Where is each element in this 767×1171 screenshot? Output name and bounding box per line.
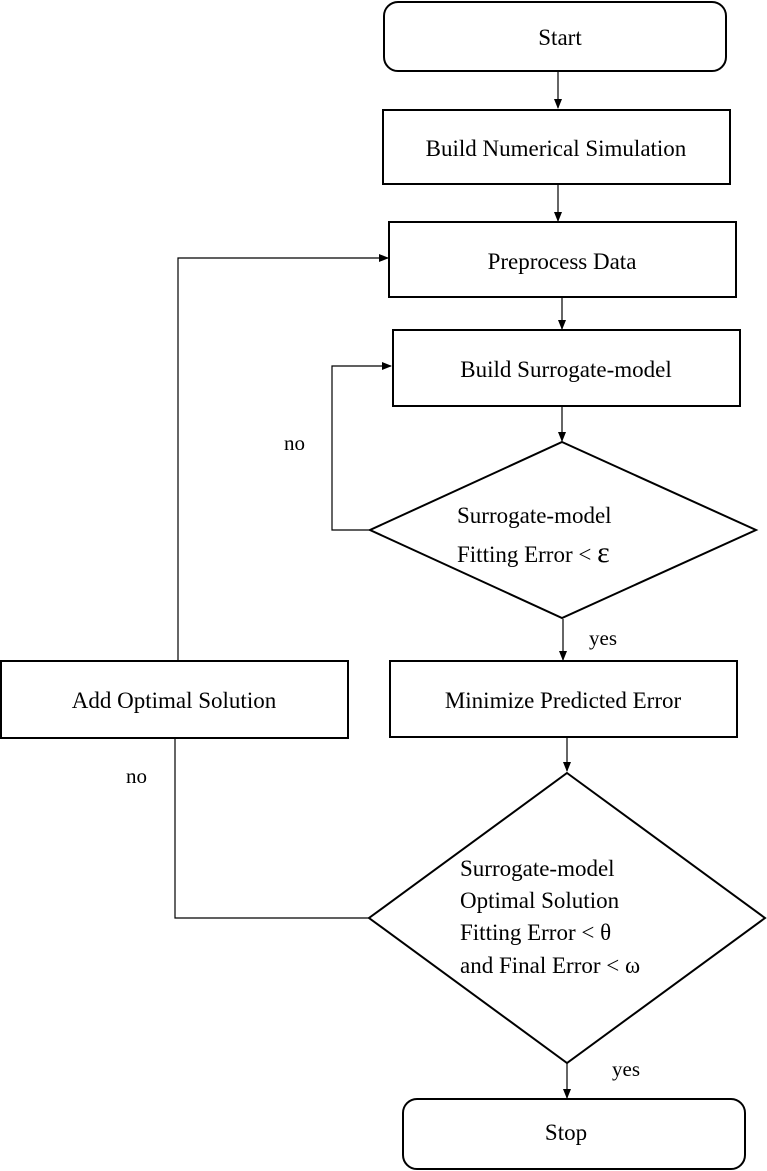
preprocess-label: Preprocess Data [488,249,637,274]
add-optimal-label: Add Optimal Solution [72,688,277,713]
decision2-line2: Optimal Solution [460,888,620,913]
minimize-node: Minimize Predicted Error [389,660,738,738]
build-simulation-node: Build Numerical Simulation [382,109,731,185]
line-decision2-no-to-add-optimal [174,739,369,919]
preprocess-box [388,221,737,298]
build-surrogate-label: Build Surrogate-model [460,357,671,382]
decision1-diamond [367,440,759,620]
decision1-yes-label: yes [589,626,617,650]
stop-node: Stop [402,1098,746,1170]
add-optimal-box [0,660,349,739]
decision1-line1: Surrogate-model [457,503,612,528]
build-simulation-box [382,109,731,185]
epsilon-symbol: ε [597,536,610,569]
start-terminal-shape [383,1,727,72]
arrow-decision1-no-loop [331,362,392,531]
decision1-node: Surrogate-model Fitting Error < ε [367,440,759,620]
decision2-line1: Surrogate-model [460,856,615,881]
decision2-no-label: no [126,764,147,788]
decision2-line3: Fitting Error < θ [460,920,611,945]
decision2-node: Surrogate-model Optimal Solution Fitting… [367,771,767,1065]
build-surrogate-node: Build Surrogate-model [392,329,741,407]
build-simulation-label: Build Numerical Simulation [426,136,687,161]
preprocess-node: Preprocess Data [388,221,737,298]
minimize-label: Minimize Predicted Error [445,688,682,713]
decision1-line2: Fitting Error < ε [457,536,610,569]
decision2-line4: and Final Error < ω [460,953,640,978]
decision2-diamond [367,771,767,1065]
add-optimal-node: Add Optimal Solution [0,660,349,739]
start-label: Start [538,25,582,50]
arrow-add-optimal-to-preprocess [177,254,389,660]
decision2-yes-label: yes [612,1057,640,1081]
build-surrogate-box [392,329,741,407]
stop-label: Stop [545,1120,587,1145]
minimize-box [389,660,738,738]
decision1-no-label: no [284,431,305,455]
stop-terminal-shape [402,1098,746,1170]
connectors [174,72,571,1099]
start-node: Start [383,1,727,72]
